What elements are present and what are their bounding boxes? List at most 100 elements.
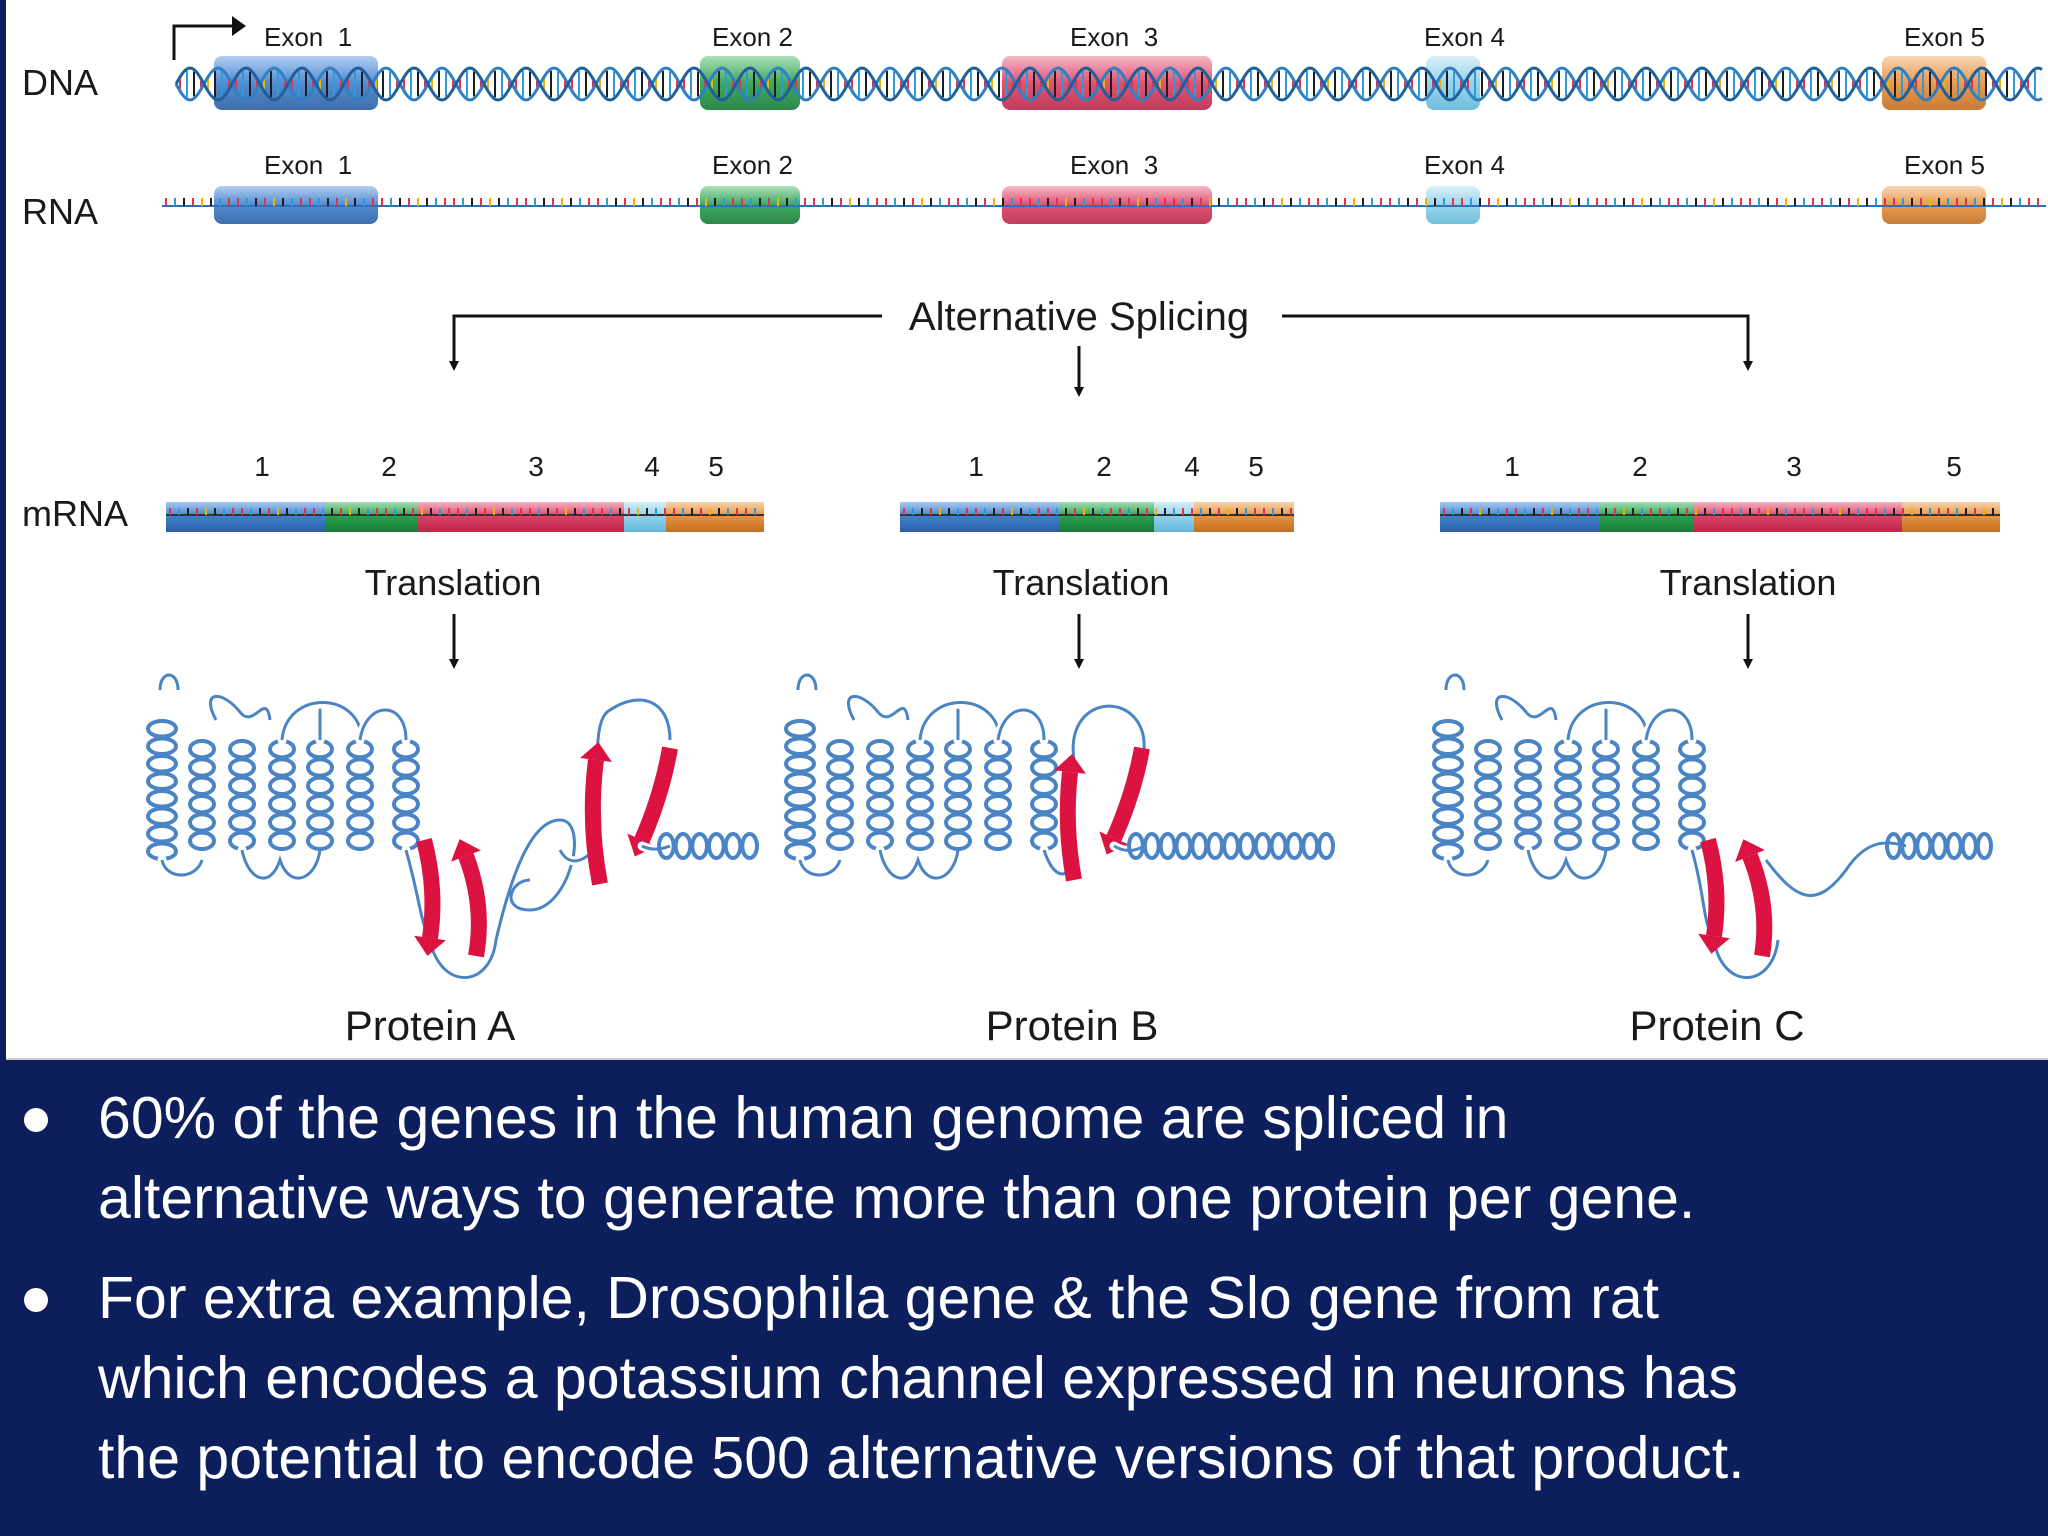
protein-helix-turn <box>906 775 934 796</box>
protein-loop <box>1644 708 1694 741</box>
beta-strand-arrowhead-icon <box>414 935 446 956</box>
dna-strand <box>174 56 2043 110</box>
splicing-figure: DNA RNA mRNA Exon 1 Exon 2 Exon 3 Exon 4… <box>6 0 2048 1060</box>
mrna-exon-segment <box>1600 502 1694 532</box>
mrna-a-exon-number: 3 <box>528 451 544 482</box>
protein-loop-halo <box>993 705 1049 745</box>
protein-loop <box>796 673 818 691</box>
mrna-b-exon-number: 5 <box>1248 451 1264 482</box>
protein-helix-turn <box>1960 832 1978 860</box>
protein-helix-turn <box>1253 832 1272 860</box>
protein-helix-turn <box>306 757 334 778</box>
protein-helix-turn <box>784 824 816 844</box>
protein-loop <box>1495 695 1558 721</box>
protein-loop <box>1444 673 1466 691</box>
protein-helix-turn <box>346 757 374 778</box>
mrna-exon-segment <box>1194 502 1294 532</box>
protein-loop <box>847 695 910 721</box>
protein-helix-turn <box>1285 832 1304 860</box>
beta-strand <box>1059 771 1082 882</box>
protein-loop <box>1526 849 1608 880</box>
rna-strand <box>162 186 2046 224</box>
rna-exon-4-label: Exon 4 <box>1424 150 1505 180</box>
protein-helix-turn <box>1554 757 1582 778</box>
translation-label-a: Translation <box>365 562 542 603</box>
beta-strand <box>1742 853 1773 958</box>
protein-loop-halo <box>1641 705 1697 745</box>
beta-strand-arrowhead-icon <box>580 742 612 763</box>
mrna-isoform-b <box>900 502 1294 532</box>
mrna-c-exon-number: 2 <box>1632 451 1648 482</box>
protein-helix-turn <box>146 824 178 844</box>
mrna-a-exon-number: 1 <box>254 451 270 482</box>
mrna-exon-segment <box>166 502 326 532</box>
protein-helix-turn <box>784 806 816 826</box>
beta-strand <box>584 758 608 886</box>
protein-loop-halo <box>844 692 913 725</box>
bullet-text-line: the potential to encode 500 alternative … <box>98 1425 1745 1491</box>
rna-exon-1-label: Exon 1 <box>264 150 352 180</box>
protein-helix-turn <box>1432 754 1464 774</box>
protein-helix-turn <box>306 812 334 833</box>
protein-helix-turn <box>784 736 816 756</box>
dna-row-label: DNA <box>22 62 98 103</box>
dna-backbone-1 <box>174 66 2043 102</box>
protein-helix-turn <box>1592 812 1620 833</box>
protein-helix-turn <box>228 757 256 778</box>
protein-helix-turn <box>1190 832 1209 860</box>
protein-helix-turn <box>1632 812 1660 833</box>
protein-helix-turn <box>944 794 972 815</box>
dna-backbone-2 <box>174 66 2043 102</box>
dna-exon-4-label: Exon 4 <box>1424 22 1505 52</box>
protein-helix-turn <box>1900 832 1918 860</box>
mrna-c-exon-number: 5 <box>1946 451 1962 482</box>
protein-helix-turn <box>984 830 1012 851</box>
protein-c-structure <box>1432 670 1994 982</box>
protein-loop <box>280 701 364 741</box>
beta-strand <box>634 746 678 844</box>
protein-helix-turn <box>1474 775 1502 796</box>
protein-helix-turn <box>268 775 296 796</box>
protein-helix-turn <box>1432 771 1464 791</box>
protein-loop <box>158 673 180 691</box>
protein-helix-turn <box>1678 812 1706 833</box>
protein-helix-turn <box>707 832 726 860</box>
protein-helix-turn <box>146 789 178 809</box>
protein-helix-turn <box>1632 794 1660 815</box>
protein-helix-turn <box>1514 794 1542 815</box>
protein-helix-turn <box>1945 832 1963 860</box>
protein-loop <box>1446 859 1490 877</box>
protein-helix-turn <box>1554 794 1582 815</box>
mrna-a-exon-number: 5 <box>708 451 724 482</box>
mrna-b-exon-number: 2 <box>1096 451 1112 482</box>
protein-helix-turn <box>1174 832 1193 860</box>
beta-strand <box>458 853 487 958</box>
protein-helix-turn <box>146 754 178 774</box>
protein-helix-turn <box>346 812 374 833</box>
bullet-dot-icon <box>24 1108 48 1132</box>
protein-helix-turn <box>228 739 256 760</box>
protein-helix-turn <box>188 830 216 851</box>
beta-strand-arrowhead-icon <box>451 839 481 862</box>
protein-loop <box>878 849 960 880</box>
protein-helix-turn <box>1432 789 1464 809</box>
mrna-exon-segment <box>1902 502 2000 532</box>
mrna-exon-segment <box>1694 502 1902 532</box>
protein-helix-turn <box>826 739 854 760</box>
protein-helix-turn <box>906 794 934 815</box>
protein-helix-turn <box>784 771 816 791</box>
promoter-arrow-icon <box>172 24 236 60</box>
protein-helix-turn <box>944 812 972 833</box>
protein-helix-turn <box>984 812 1012 833</box>
protein-loop <box>1566 701 1650 741</box>
protein-helix-turn <box>306 775 334 796</box>
protein-helix-turn <box>1632 775 1660 796</box>
protein-helix-turn <box>306 794 334 815</box>
protein-helix-turn <box>146 771 178 791</box>
protein-loop <box>240 849 322 880</box>
translation-label-b: Translation <box>993 562 1170 603</box>
protein-helix-turn <box>866 794 894 815</box>
protein-helix-turn <box>673 832 693 860</box>
promoter-arrowhead-icon <box>232 16 246 36</box>
